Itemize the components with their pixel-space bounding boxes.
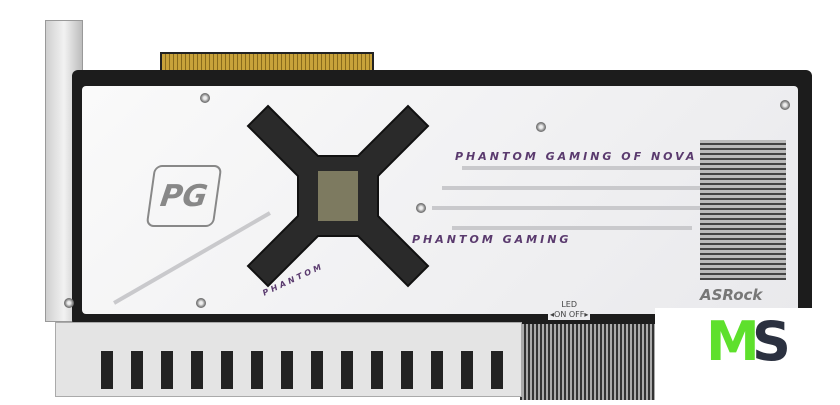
screw-icon [200,93,210,103]
heatsink-fins [700,140,786,280]
heatsink [520,324,660,400]
screw-icon [536,122,546,132]
brand-logo: ASRock [700,286,763,304]
vent-slot [161,351,173,389]
led-switch[interactable]: LED ◂ON OFF▸ [548,300,591,320]
phantom-gaming-logo: PG [145,165,223,227]
vent-slot [311,351,323,389]
screw-icon [416,203,426,213]
vent-slot [431,351,443,389]
vent-slot [491,351,503,389]
led-on: ◂ON [550,310,567,319]
vent-slot [281,351,293,389]
x-bracket [246,104,430,288]
screw-icon [780,100,790,110]
vent-slot [341,351,353,389]
trace-line [432,206,712,210]
vent-slot [221,351,233,389]
backplate [82,86,798,314]
vent-slot [101,351,113,389]
watermark-s: S [752,310,791,373]
trace-line [452,226,692,230]
vent-slot [371,351,383,389]
watermark-box [655,308,840,405]
vent-slot [461,351,473,389]
vent-slot [131,351,143,389]
led-off: OFF▸ [568,310,589,319]
plate-text: PHANTOM GAMING [412,233,572,246]
shroud-vents [55,322,522,397]
trace-line [462,166,762,170]
screw-icon [64,298,74,308]
vent-slot [251,351,263,389]
watermark-m: M [706,310,760,373]
led-label: LED [561,300,578,309]
plate-text: PHANTOM GAMING OF NOVA [455,150,698,163]
vent-slot [191,351,203,389]
screw-icon [196,298,206,308]
vent-slot [401,351,413,389]
trace-line [442,186,762,190]
